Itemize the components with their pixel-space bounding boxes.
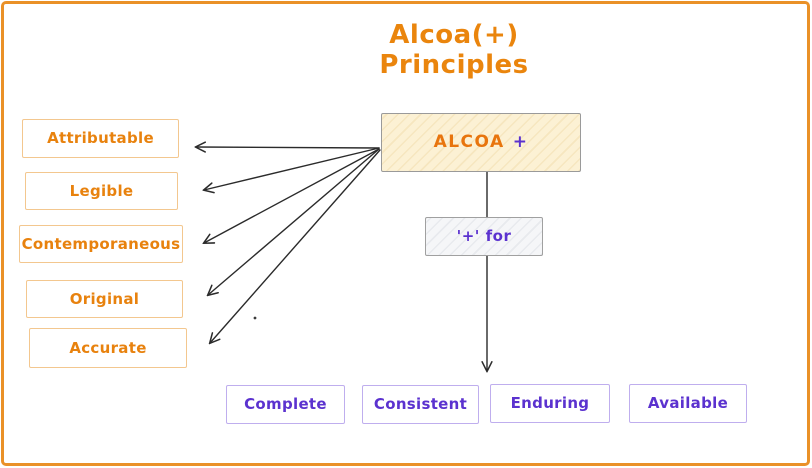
node-consistent: Consistent	[362, 385, 479, 424]
node-complete-label: Complete	[244, 395, 327, 413]
node-attributable: Attributable	[22, 119, 179, 158]
node-plus-for-label: '+' for	[456, 227, 512, 245]
node-complete: Complete	[226, 385, 345, 424]
node-enduring: Enduring	[490, 384, 610, 423]
node-alcoa-plus-sign: +	[512, 132, 529, 152]
node-consistent-label: Consistent	[373, 395, 468, 413]
node-original: Original	[26, 280, 183, 318]
stray-dot	[253, 316, 257, 320]
arrow-alcoa-to-contemporaneous	[204, 148, 380, 243]
node-accurate-label: Accurate	[69, 338, 147, 357]
node-original-label: Original	[69, 289, 140, 308]
node-available-label: Available	[647, 394, 729, 412]
node-alcoa-label: ALCOA	[433, 132, 505, 152]
node-legible: Legible	[25, 172, 178, 210]
node-legible-label: Legible	[69, 181, 134, 200]
node-enduring-label: Enduring	[510, 394, 590, 412]
node-alcoa-plus: ALCOA +	[381, 113, 581, 172]
node-contemporaneous: Contemporaneous	[19, 225, 183, 263]
node-plus-for: '+' for	[425, 217, 543, 256]
node-accurate: Accurate	[29, 328, 187, 368]
diagram-title: Alcoa(+) Principles	[379, 20, 529, 80]
arrow-alcoa-to-legible	[204, 147, 380, 190]
arrow-alcoa-to-accurate	[210, 149, 381, 343]
node-attributable-label: Attributable	[47, 129, 154, 147]
arrow-alcoa-to-attributable	[196, 147, 380, 148]
node-available: Available	[629, 384, 747, 423]
arrow-alcoa-to-original	[208, 148, 380, 295]
node-contemporaneous-label: Contemporaneous	[21, 234, 181, 253]
